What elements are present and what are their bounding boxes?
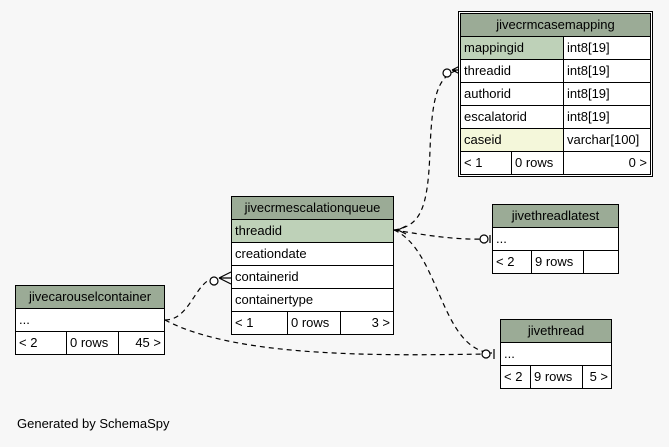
table-row: ... <box>493 228 618 251</box>
column-name: containertype <box>235 292 314 307</box>
table-row: threadid <box>232 220 393 243</box>
children-count <box>583 251 618 273</box>
column-name: mappingid <box>461 37 563 59</box>
children-count: 3 > <box>340 312 393 334</box>
table-title: jivethread <box>501 320 611 343</box>
column-type: int8[19] <box>563 83 650 105</box>
table-footer-row: < 2 9 rows <box>493 251 618 273</box>
column-type: varchar[100] <box>563 129 650 151</box>
column-type: int8[19] <box>563 37 650 59</box>
table-footer-row: < 2 9 rows 5 > <box>501 366 611 388</box>
parents-count: < 2 <box>19 335 38 350</box>
rel-end-thread-circle <box>481 349 491 359</box>
rel-end-escalationqueue-circle <box>209 276 219 286</box>
table-jivecrmcasemapping[interactable]: jivecrmcasemapping mappingid int8[19] th… <box>458 11 653 177</box>
rel-end-casemapping-circle <box>442 68 452 78</box>
rel-escalationqueue-to-casemapping <box>393 69 459 231</box>
table-jivethreadlatest[interactable]: jivethreadlatest ... < 2 9 rows <box>492 204 619 274</box>
table-row: caseid varchar[100] <box>461 129 650 152</box>
table-row: containertype <box>232 289 393 312</box>
columns-ellipsis: ... <box>504 346 515 361</box>
table-row: mappingid int8[19] <box>461 37 650 60</box>
table-footer-row: < 2 0 rows 45 > <box>16 332 164 354</box>
rel-escalationqueue-to-thread <box>393 229 493 354</box>
table-footer-row: < 1 0 rows 0 > <box>461 152 650 174</box>
parents-count: < 1 <box>235 315 254 330</box>
table-row: threadid int8[19] <box>461 60 650 83</box>
rel-start-escalationqueue-crow <box>396 225 407 235</box>
children-count: 5 > <box>582 366 611 388</box>
table-row: creationdate <box>232 243 393 266</box>
parents-count: < 2 <box>496 254 515 269</box>
column-name: authorid <box>464 86 511 101</box>
column-name: threadid <box>464 63 511 78</box>
table-title: jivethreadlatest <box>493 205 618 228</box>
table-title: jivecarouselcontainer <box>16 286 164 309</box>
column-name: threadid <box>232 220 393 242</box>
table-jivecarouselcontainer[interactable]: jivecarouselcontainer ... < 2 0 rows 45 … <box>15 285 165 355</box>
table-title: jivecrmcasemapping <box>461 14 650 37</box>
parents-count: < 2 <box>504 369 523 384</box>
row-count: 0 rows <box>511 152 563 174</box>
parents-count: < 1 <box>464 155 483 170</box>
column-type: int8[19] <box>563 60 650 82</box>
column-type: int8[19] <box>563 106 650 128</box>
column-name: creationdate <box>235 246 307 261</box>
row-count: 0 rows <box>287 312 340 334</box>
generated-by-text: Generated by SchemaSpy <box>17 416 170 431</box>
table-row: ... <box>501 343 611 366</box>
table-row: containerid <box>232 266 393 289</box>
columns-ellipsis: ... <box>496 231 507 246</box>
columns-ellipsis: ... <box>19 312 30 327</box>
table-row: ... <box>16 309 164 332</box>
table-jivecrmescalationqueue[interactable]: jivecrmescalationqueue threadid creation… <box>231 196 394 335</box>
rel-end-escalationqueue-crow <box>218 271 232 285</box>
column-name: escalatorid <box>464 109 527 124</box>
rel-carousel-to-escalationqueue <box>164 277 215 321</box>
table-title: jivecrmescalationqueue <box>232 197 393 220</box>
row-count: 9 rows <box>530 366 582 388</box>
rel-escalationqueue-to-threadlatest <box>393 229 485 240</box>
children-count: 45 > <box>118 332 164 354</box>
row-count: 9 rows <box>531 251 583 273</box>
column-name: containerid <box>235 269 299 284</box>
rel-end-threadlatest-circle <box>479 234 489 244</box>
table-row: authorid int8[19] <box>461 83 650 106</box>
children-count: 0 > <box>563 152 650 174</box>
row-count: 0 rows <box>66 332 118 354</box>
table-footer-row: < 1 0 rows 3 > <box>232 312 393 334</box>
table-jivethread[interactable]: jivethread ... < 2 9 rows 5 > <box>500 319 612 389</box>
table-row: escalatorid int8[19] <box>461 106 650 129</box>
column-name: caseid <box>461 129 563 151</box>
